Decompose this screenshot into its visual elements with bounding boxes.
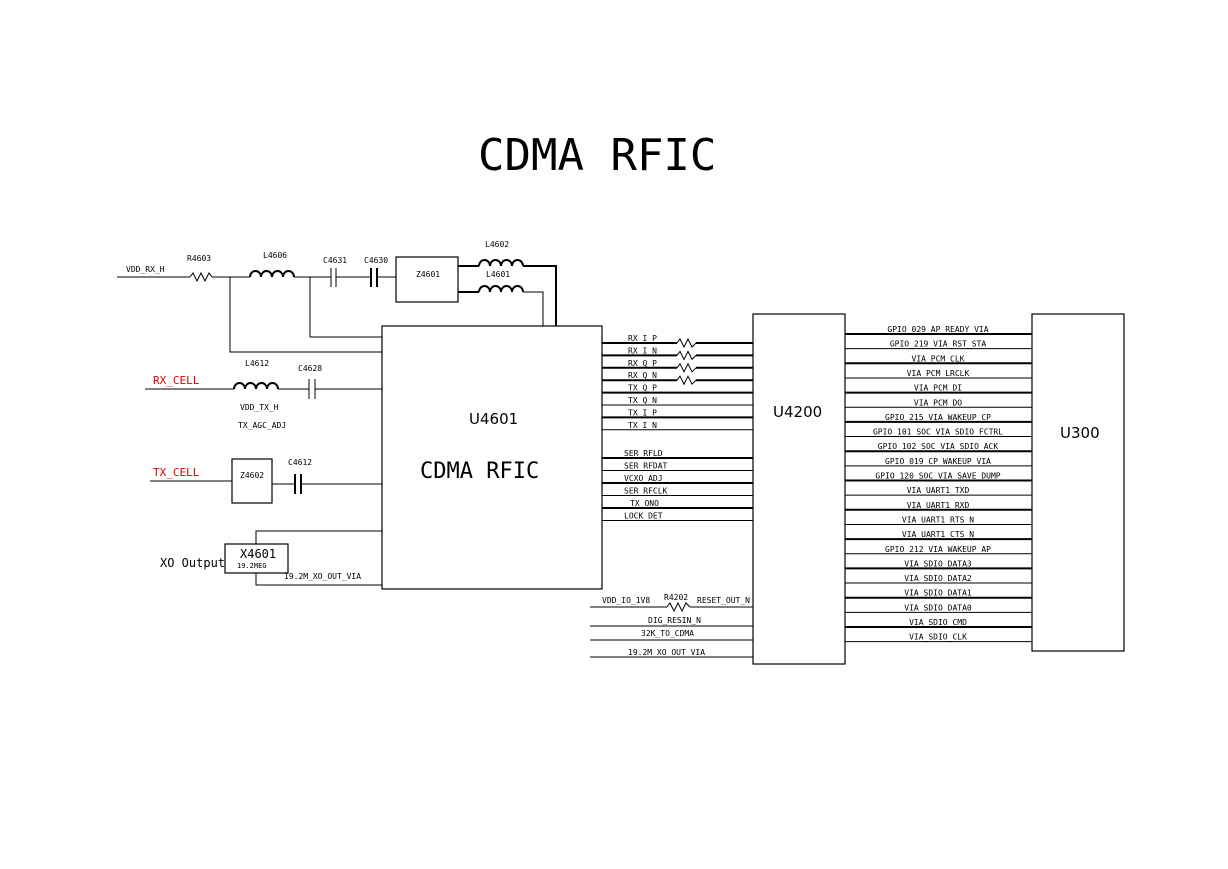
k32-to-cdma-label: 32K_TO_CDMA (641, 629, 694, 638)
u300-signal-label: GPIO_219_VIA_RST_STA (890, 340, 987, 349)
rfic-control-label: SER_RFDAT (624, 462, 668, 471)
rfic-control-group: SER_RFLD SER_RFDAT VCXO_ADJ SER_RFCLK TX_ONO… (602, 449, 753, 521)
rfic-control-label: VCXO_ADJ (624, 474, 663, 483)
rfic-signal-label: TX_I_P (628, 408, 657, 417)
r4202-resistor-symbol (666, 601, 691, 613)
xo-out-via-2-label: 19.2M_XO_OUT_VIA (628, 648, 705, 657)
l4602-inductor-symbol (478, 259, 524, 267)
c4630-ref: C4630 (364, 256, 388, 265)
x4601-freq: 19.2MEG (237, 562, 267, 570)
rfic-signal-label: TX_Q_P (628, 384, 657, 393)
tx-agc-adj-label: TX_AGC_ADJ (238, 421, 286, 430)
c4631-ref: C4631 (323, 256, 347, 265)
u300-signal-label: VIA_UART1_CTS_N (902, 530, 974, 539)
u300-signal-label: VIA_SDIO_CMD (909, 618, 967, 627)
wire-x4601-out (255, 573, 382, 586)
series-resistor-symbol (676, 350, 697, 361)
rfic-signal-label: RX_I_P (628, 334, 657, 343)
u300-signal-label: VIA_PCM_LRCLK (907, 369, 970, 378)
rfic-signal-label: RX_Q_N (628, 371, 657, 380)
series-resistor-symbol (676, 337, 697, 349)
z4601-block (395, 256, 459, 303)
u300-signal-label: VIA_UART1_RTS_N (902, 515, 974, 524)
z4601-ref: Z4601 (416, 270, 440, 279)
rfic-control-label: SER_RFCLK (624, 487, 668, 496)
c4612-ref: C4612 (288, 458, 312, 467)
rfic-signal-label: RX_I_N (628, 346, 657, 355)
u300-signal-label: VIA_SDIO_DATA3 (904, 559, 972, 568)
u4601-ref: U4601 (469, 410, 518, 428)
u300-signal-label: VIA_PCM_DO (914, 398, 962, 407)
u300-signal-label: GPIO_215_VIA_WAKEUP_CP (885, 413, 991, 422)
rfic-signal-label: RX_Q_P (628, 359, 657, 368)
u300-signal-label: VIA_SDIO_CLK (909, 633, 967, 642)
xo-output-label: XO Output (160, 556, 225, 570)
page-title: CDMA RFIC (478, 130, 716, 181)
l4601-inductor-symbol (478, 285, 524, 293)
u300-ref: U300 (1060, 424, 1100, 442)
u300-signal-label: GPIO_212_VIA_WAKEUP_AP (885, 545, 991, 554)
u300-chip (1031, 313, 1125, 652)
l4602-ref: L4602 (485, 240, 509, 249)
u4601-name: CDMA RFIC (420, 459, 539, 484)
l4601-ref: L4601 (486, 270, 510, 279)
series-resistor-symbol (676, 375, 697, 386)
r4202-ref: R4202 (664, 593, 688, 602)
vdd-tx-h-label: VDD_TX_H (240, 403, 279, 412)
u300-signal-label: VIA_PCM_CLK (912, 354, 965, 363)
reset-out-label: RESET_OUT_N (697, 596, 750, 605)
z4602-block (231, 458, 273, 504)
u4200-chip (752, 313, 846, 665)
u4200-u300-bus: GPIO_029_AP_READY_VIA GPIO_219_VIA_RST_ST… (845, 325, 1032, 643)
c4628-ref: C4628 (298, 364, 322, 373)
u300-signal-label: GPIO_102_SOC_VIA_SDIO_ACK (878, 442, 999, 451)
rfic-control-label: SER_RFLD (624, 449, 663, 458)
wire-branch-l4606 (309, 277, 382, 338)
wire-l4601-u4601 (523, 291, 544, 326)
u300-signal-label: VIA_SDIO_DATA1 (904, 589, 972, 598)
u300-signal-label: GPIO_101_SOC_VIA_SDIO_FCTRL (873, 428, 1003, 437)
rfic-signal-label: TX_I_N (628, 421, 657, 430)
dig-resin-label: DIG_RESIN_N (648, 616, 701, 625)
rx-cell-net-label: RX_CELL (153, 374, 200, 387)
series-resistor-symbol (676, 362, 697, 373)
u300-signal-label: GPIO_019_CP_WAKEUP_VIA (885, 457, 991, 466)
vdd-rx-h-label: VDD_RX_H (126, 265, 165, 274)
l4612-inductor-symbol (233, 382, 279, 390)
u300-signal-label: VIA_PCM_DI (914, 384, 962, 393)
rfic-control-label: TX_ONO (630, 499, 659, 508)
rfic-signal-label: TX_Q_N (628, 396, 657, 405)
rfic-signal-group: RX_I_P RX_I_N RX_Q_P RX_Q_N TX_Q_P TX_Q_N TX_I… (602, 334, 753, 431)
vdd-io-label: VDD_IO_1V8 (602, 596, 650, 605)
u300-signal-label: VIA_UART1_RXD (907, 501, 970, 510)
u300-signal-label: VIA_SDIO_DATA2 (904, 574, 972, 583)
wire-x4601-top (255, 530, 382, 544)
l4612-ref: L4612 (245, 359, 269, 368)
r4603-resistor-symbol (189, 271, 213, 283)
u4601-rfic (381, 325, 603, 590)
wire-l4602-u4601 (523, 265, 557, 326)
r4603-ref: R4603 (187, 254, 211, 263)
x4601-ref: X4601 (240, 547, 276, 561)
xo-out-via-label: 19.2M_XO_OUT_VIA (284, 572, 361, 581)
z4602-ref: Z4602 (240, 471, 264, 480)
u300-signal-label: GPIO_029_AP_READY_VIA (887, 325, 988, 334)
u300-signal-label: GPIO_120_SOC_VIA_SAVE_DUMP (875, 472, 1000, 481)
u300-signal-label: VIA_UART1_TXD (907, 486, 970, 495)
l4606-ref: L4606 (263, 251, 287, 260)
rfic-control-label: LOCK_DET (624, 512, 663, 521)
u300-signal-label: VIA_SDIO_DATA0 (904, 603, 972, 612)
tx-cell-net-label: TX_CELL (153, 466, 200, 479)
u4200-ref: U4200 (773, 403, 822, 421)
wire-branch-r4603 (229, 277, 382, 353)
l4606-inductor-symbol (249, 270, 295, 278)
